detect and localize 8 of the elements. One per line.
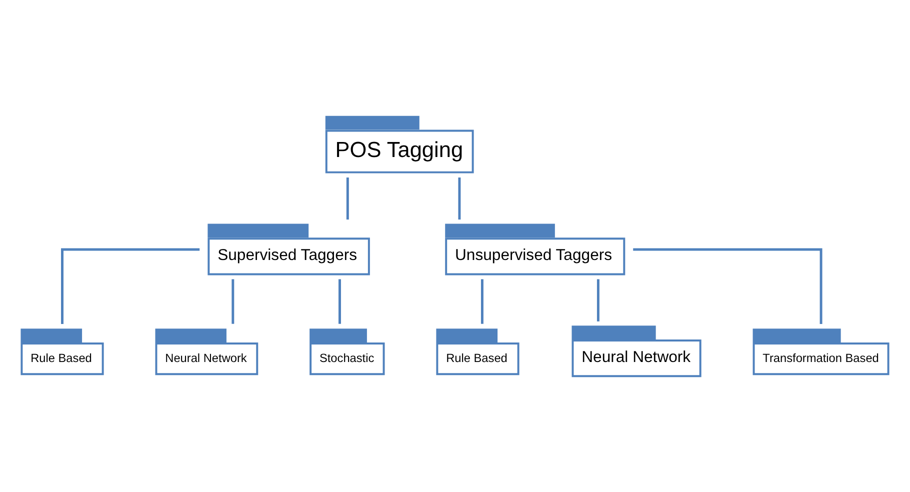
connector [346, 177, 349, 220]
connector [596, 278, 600, 321]
connector [480, 278, 484, 324]
connector [61, 248, 200, 324]
connector [458, 177, 461, 220]
connector [338, 278, 341, 324]
connector [232, 278, 234, 324]
connector [633, 248, 822, 324]
